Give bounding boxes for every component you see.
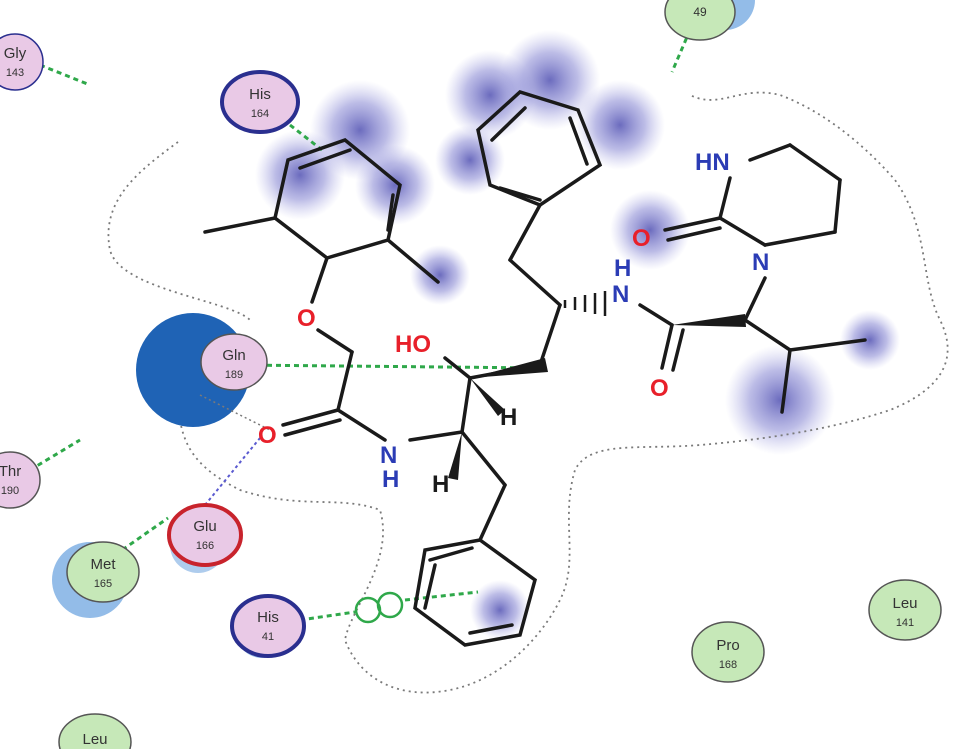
residue-met165: Met 165 [66, 541, 140, 603]
pi-stacking-icon [354, 591, 404, 624]
atom-o-ether: O [297, 305, 316, 332]
svg-text:Thr: Thr [0, 463, 21, 480]
svg-text:190: 190 [1, 485, 19, 497]
svg-text:41: 41 [262, 631, 274, 643]
ligand-bonds [203, 90, 867, 647]
hydrophobic-shading [255, 30, 900, 640]
hashed-bond [563, 291, 607, 316]
svg-text:Gln: Gln [222, 347, 245, 364]
svg-text:165: 165 [94, 578, 112, 590]
svg-text:189: 189 [225, 369, 243, 381]
stereo-wedges [448, 314, 746, 480]
svg-text:His: His [257, 609, 279, 626]
atom-o-urea: O [632, 225, 651, 252]
pocket-contour [107, 91, 949, 694]
residue-leu-bottom: Leu [58, 713, 132, 749]
svg-text:49: 49 [693, 5, 707, 19]
residue-his41: His 41 [230, 594, 306, 658]
atom-o-amide-right: O [650, 375, 669, 402]
atom-hn-ring: HN [695, 149, 730, 176]
svg-text:Leu: Leu [892, 595, 917, 612]
residue-thr190: Thr 190 [0, 451, 41, 509]
atom-nh-left-h: H [382, 466, 399, 493]
svg-text:164: 164 [251, 108, 269, 120]
svg-text:Gly: Gly [4, 45, 27, 62]
svg-text:143: 143 [6, 67, 24, 79]
svg-text:141: 141 [896, 617, 914, 629]
svg-text:Glu: Glu [193, 518, 216, 535]
svg-text:168: 168 [719, 659, 737, 671]
residue-gly143: Gly 143 [0, 33, 44, 91]
svg-text:Leu: Leu [82, 731, 107, 748]
atom-nh-left-n: N [380, 442, 397, 469]
atom-labels: HO O O O O N H H N HN N H H [258, 149, 769, 498]
svg-text:166: 166 [196, 540, 214, 552]
residue-leu141: Leu 141 [868, 579, 942, 641]
residue-his164: His 164 [220, 70, 300, 134]
atom-ho: HO [395, 331, 431, 358]
svg-text:His: His [249, 86, 271, 103]
residue-gln189: Gln 189 [200, 333, 268, 391]
svg-text:Met: Met [90, 556, 116, 573]
svg-text:Pro: Pro [716, 637, 739, 654]
atom-nh-right-n: N [612, 281, 629, 308]
residue-glu166: Glu 166 [167, 503, 243, 567]
residue-49: 49 [664, 0, 736, 41]
residue-pro168: Pro 168 [691, 621, 765, 683]
atom-n-ring: N [752, 249, 769, 276]
atom-h-stereo-1: H [500, 404, 517, 431]
atom-nh-right-h: H [614, 255, 631, 282]
atom-o-amide-left: O [258, 422, 277, 449]
atom-h-stereo-2: H [432, 471, 449, 498]
